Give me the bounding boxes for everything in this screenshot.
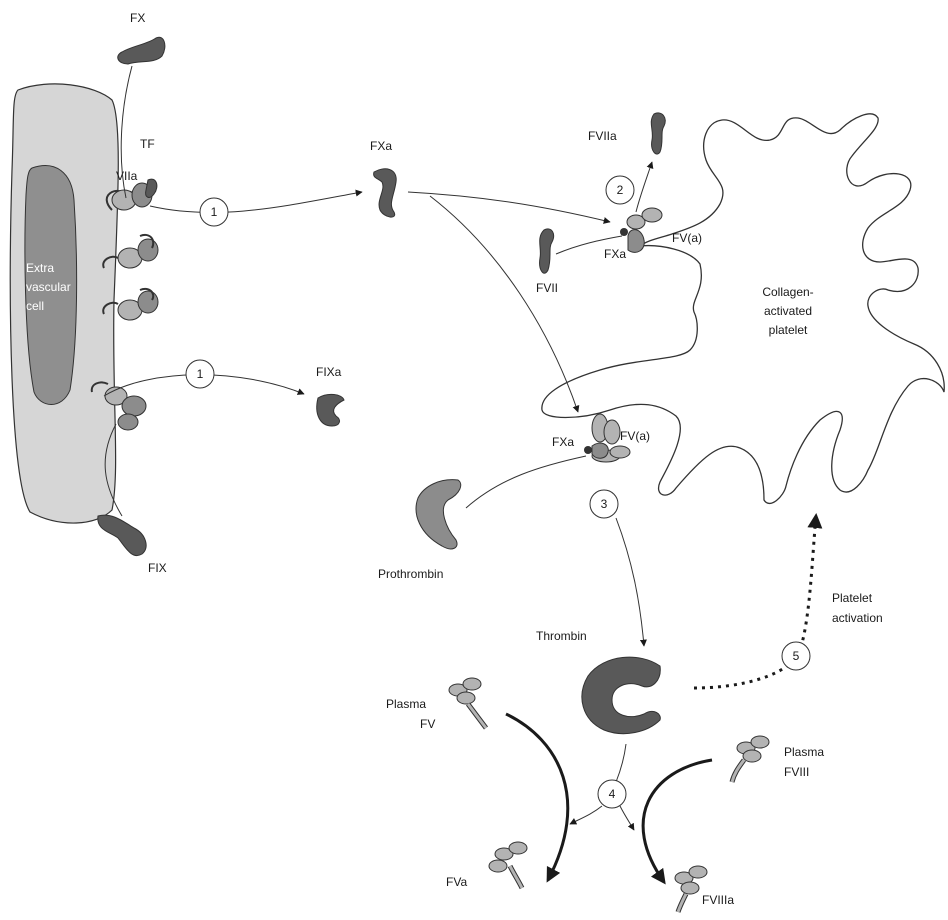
thrombin-to-step4-line xyxy=(616,744,626,782)
thrombin-molecule xyxy=(582,657,660,734)
prothrombin-to-complex-line xyxy=(466,456,586,508)
fviii-activation-arrow xyxy=(643,760,712,882)
thrombin-label: Thrombin xyxy=(536,629,587,643)
to-thrombin-arrow xyxy=(616,518,644,646)
cell-label-1: Extra xyxy=(26,261,54,275)
step-3-number: 3 xyxy=(601,497,608,511)
complex-to-fviia-arrow xyxy=(636,162,652,212)
fixa-label: FIXa xyxy=(316,365,342,379)
fxa-top-label: FXa xyxy=(604,247,626,261)
plasma-fviii-molecule xyxy=(732,736,769,782)
fva-molecule xyxy=(489,842,527,888)
platelet-label-2: activated xyxy=(764,304,812,318)
step-1a-number: 1 xyxy=(211,205,218,219)
platelet-activation-label-2: activation xyxy=(832,611,883,625)
fxa-molecule xyxy=(374,169,397,217)
plasma-fviii-label-1: Plasma xyxy=(784,745,824,759)
plasma-fv-molecule xyxy=(449,678,486,728)
plasma-fv-label-2: FV xyxy=(420,717,435,731)
step-4-number: 4 xyxy=(609,787,616,801)
fv-activation-arrow xyxy=(506,714,568,880)
fx-label: FX xyxy=(130,11,145,25)
cell-label-3: cell xyxy=(26,299,44,313)
step4-to-fviiia-arrow xyxy=(620,806,634,830)
plasma-fviii-label-2: FVIII xyxy=(784,765,809,779)
fvii-label: FVII xyxy=(536,281,558,295)
step-2-number: 2 xyxy=(617,183,624,197)
fva-mid-label: FV(a) xyxy=(620,429,650,443)
fva-top-label: FV(a) xyxy=(672,231,702,245)
step-5-number: 5 xyxy=(793,649,800,663)
fixa-molecule xyxy=(317,394,344,426)
fviiia-label: FVIIIa xyxy=(702,893,734,907)
fix-label: FIX xyxy=(148,561,167,575)
fxa-to-mid-complex-arrow xyxy=(430,196,578,412)
fviia-molecule xyxy=(651,113,665,154)
step-1b-number: 1 xyxy=(197,367,204,381)
fviia-label: FVIIa xyxy=(588,129,617,143)
platelet-label-3: platelet xyxy=(769,323,808,337)
prothrombin-label: Prothrombin xyxy=(378,567,443,581)
extravascular-cell: Extra vascular cell xyxy=(10,84,118,523)
arrow-to-fxa xyxy=(150,192,362,212)
fx-molecule xyxy=(118,37,165,64)
cell-label-2: vascular xyxy=(26,280,71,294)
tf-label: TF xyxy=(140,137,155,151)
step4-to-fva-arrow xyxy=(570,806,602,824)
prothrombin-molecule xyxy=(416,480,461,549)
fvii-molecule xyxy=(540,229,554,273)
fxa-to-top-complex-arrow xyxy=(408,192,610,222)
fxa-mid-label: FXa xyxy=(552,435,574,449)
platelet-label-1: Collagen- xyxy=(762,285,813,299)
fxa-label: FXa xyxy=(370,139,392,153)
viia-label: VIIa xyxy=(116,169,138,183)
fix-molecule xyxy=(98,515,146,556)
fva-label: FVa xyxy=(446,875,467,889)
plasma-fv-label-1: Plasma xyxy=(386,697,426,711)
platelet-activation-label-1: Platelet xyxy=(832,591,873,605)
